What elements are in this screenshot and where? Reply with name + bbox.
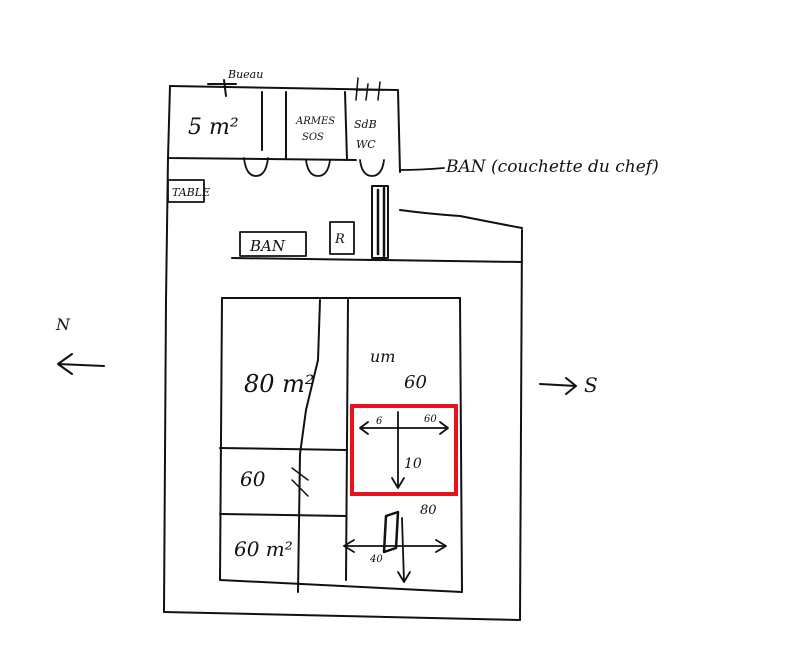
north-label: N xyxy=(55,315,71,334)
depth-arrow-40 xyxy=(397,517,411,583)
door-swing-3 xyxy=(359,159,385,177)
top-room-tick xyxy=(223,79,227,97)
grid-row-2 xyxy=(219,513,347,517)
highlight-box xyxy=(350,404,458,496)
grid-cross-mark xyxy=(291,467,309,497)
main-area-grid xyxy=(219,297,463,593)
top-room-hand-label: Bueau xyxy=(227,68,263,81)
ban-outline xyxy=(239,231,307,257)
table-outline xyxy=(167,179,205,203)
dim-6-label: 6 xyxy=(376,416,383,427)
bunk-outline xyxy=(371,185,389,259)
room-sdb-label: SdB xyxy=(354,118,377,131)
table-box: TABLE xyxy=(167,179,210,203)
south-label: S xyxy=(584,373,598,397)
grid-row-1 xyxy=(219,447,347,451)
table-label: TABLE xyxy=(172,186,210,199)
north-arrow xyxy=(57,353,105,375)
dimension-arrows xyxy=(343,411,449,583)
room-divider-2 xyxy=(344,91,348,161)
small-box: R xyxy=(329,221,355,255)
text-labels: Bueau 5 m² ARMES SOS SdB WC BAN (couchet… xyxy=(55,68,659,565)
ban-box-label: BAN xyxy=(249,237,286,255)
grid-bottom xyxy=(219,579,463,593)
bunk-hatching xyxy=(376,186,386,258)
door-swing-2 xyxy=(305,159,331,177)
bunk-leader-line xyxy=(399,167,445,171)
lower-corridor-line xyxy=(231,257,523,263)
outer-wall-bottom xyxy=(163,611,521,621)
dim-10-label: 10 xyxy=(404,456,422,472)
small-box-outline xyxy=(329,221,355,255)
dim-40-label: 40 xyxy=(369,554,383,565)
south-arrow xyxy=(539,377,577,395)
dim-60-label: 60 xyxy=(424,414,437,425)
grid-left xyxy=(219,297,223,581)
bunk-bed xyxy=(371,167,445,259)
zone-80m2-label: 80 m² xyxy=(244,370,315,398)
room-wc-label: WC xyxy=(356,138,376,151)
building-outline xyxy=(163,157,523,621)
zone-60-mid-label: 60 xyxy=(240,467,266,491)
room-5m2-label: 5 m² xyxy=(188,115,239,140)
outer-wall-right xyxy=(519,229,523,621)
compass-arrows xyxy=(57,353,577,395)
zone-60m2-bottom-label: 60 m² xyxy=(234,537,293,561)
table-mark xyxy=(382,510,400,554)
top-rooms-block xyxy=(167,77,401,177)
ban-couchette-note: BAN (couchette du chef) xyxy=(445,157,659,177)
grid-right-vertical xyxy=(345,299,349,581)
small-box-label: R xyxy=(334,232,345,247)
outer-wall-top-right xyxy=(399,209,523,229)
zone-60-top-label: 60 xyxy=(404,372,427,393)
top-block-roof xyxy=(169,85,401,173)
room-sos-label: SOS xyxy=(302,132,324,143)
grid-mid-vertical xyxy=(297,299,321,593)
width-arrow-60 xyxy=(359,421,449,435)
ban-box: BAN xyxy=(239,231,307,257)
sdb-marks xyxy=(355,77,385,101)
grid-right xyxy=(459,297,463,593)
door-swing-1 xyxy=(243,157,269,177)
dim-80-label: 80 xyxy=(420,503,437,518)
outer-wall-left xyxy=(163,157,169,613)
depth-arrow-10 xyxy=(391,411,405,489)
zone-um-label: um xyxy=(370,347,395,366)
room-armes-label: ARMES xyxy=(295,116,335,127)
